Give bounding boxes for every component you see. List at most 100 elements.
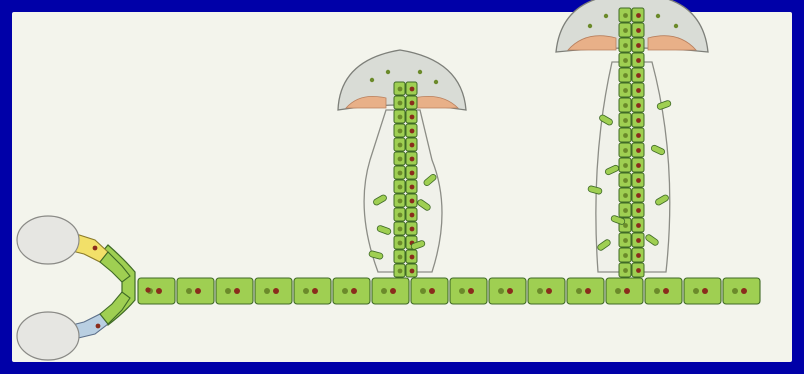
chloroplast: [623, 58, 628, 63]
chloroplast: [342, 288, 348, 294]
stalk-cell: [632, 233, 644, 247]
chloroplast: [420, 288, 426, 294]
stalk-cell: [394, 138, 405, 151]
stalk-cell: [632, 113, 644, 127]
stalk-cell: [394, 194, 405, 207]
stalk-cell: [632, 83, 644, 97]
stalk-cell: [632, 8, 644, 22]
stalk-cell: [406, 264, 417, 277]
stalk-cell: [632, 68, 644, 82]
nucleus: [636, 238, 641, 243]
filament-cell: [723, 278, 760, 304]
nucleus: [636, 178, 641, 183]
stalk-cell: [619, 158, 631, 172]
nucleus: [636, 103, 641, 108]
chloroplast: [623, 238, 628, 243]
nucleus: [410, 227, 415, 232]
stalk-cell: [632, 53, 644, 67]
filament-cell: [411, 278, 448, 304]
filament-cell: [216, 278, 253, 304]
nucleus: [636, 268, 641, 273]
stalk-cell: [394, 82, 405, 95]
nucleus: [636, 148, 641, 153]
nucleus: [636, 73, 641, 78]
cap-spore: [434, 80, 438, 84]
nucleus: [410, 143, 415, 148]
stalk-cell: [619, 203, 631, 217]
upper-branch-nucleus: [93, 246, 98, 251]
stalk-cell: [632, 203, 644, 217]
stalk-cell: [394, 236, 405, 249]
stalk-cell: [619, 248, 631, 262]
filament-cell: [138, 278, 175, 304]
chloroplast: [303, 288, 309, 294]
chloroplast: [498, 288, 504, 294]
stalk-cell: [394, 264, 405, 277]
chloroplast: [623, 268, 628, 273]
chloroplast: [623, 13, 628, 18]
nucleus: [410, 115, 415, 120]
nucleus: [741, 288, 747, 294]
stalk-cell: [394, 208, 405, 221]
nucleus: [636, 43, 641, 48]
stalk-cell: [406, 180, 417, 193]
nucleus: [410, 185, 415, 190]
nucleus: [636, 13, 641, 18]
cap-spore: [370, 78, 374, 82]
stalk-cell: [394, 152, 405, 165]
nucleus: [546, 288, 552, 294]
stalk-cell: [406, 124, 417, 137]
stalk-cell: [406, 138, 417, 151]
filament-cell: [606, 278, 643, 304]
stalk-cell: [632, 248, 644, 262]
chloroplast: [654, 288, 660, 294]
stalk-cell: [619, 38, 631, 52]
stalk-cell: [406, 152, 417, 165]
stalk-cell: [632, 98, 644, 112]
chloroplast: [398, 185, 403, 190]
cap-spore: [674, 24, 678, 28]
chloroplast: [623, 208, 628, 213]
stalk-cell: [406, 96, 417, 109]
stalk-cell: [406, 222, 417, 235]
nucleus: [663, 288, 669, 294]
nucleus: [636, 28, 641, 33]
filament-cell: [645, 278, 682, 304]
chloroplast: [264, 288, 270, 294]
nucleus: [636, 133, 641, 138]
stalk-cell: [406, 194, 417, 207]
chloroplast: [381, 288, 387, 294]
nucleus: [507, 288, 513, 294]
stalk-cell: [619, 98, 631, 112]
stalk-cell: [406, 82, 417, 95]
chloroplast: [398, 213, 403, 218]
nucleus: [468, 288, 474, 294]
stalk-cell: [406, 166, 417, 179]
nucleus: [351, 288, 357, 294]
chloroplast: [732, 288, 738, 294]
cap-spore: [588, 24, 592, 28]
stalk-cell: [632, 218, 644, 232]
nucleus: [429, 288, 435, 294]
chloroplast: [398, 255, 403, 260]
nucleus: [636, 253, 641, 258]
stalk-cell: [619, 68, 631, 82]
nucleus: [410, 129, 415, 134]
stalk-cell: [619, 53, 631, 67]
nucleus: [702, 288, 708, 294]
nucleus: [636, 193, 641, 198]
nucleus: [410, 213, 415, 218]
stalk-cell: [619, 113, 631, 127]
stalk-cell: [406, 110, 417, 123]
stalk-cell: [394, 166, 405, 179]
nucleus: [156, 288, 162, 294]
chloroplast: [225, 288, 231, 294]
chloroplast: [623, 133, 628, 138]
nucleus: [636, 88, 641, 93]
nucleus: [195, 288, 201, 294]
chloroplast: [459, 288, 465, 294]
chloroplast: [693, 288, 699, 294]
filament-cell: [255, 278, 292, 304]
filament-cell: [177, 278, 214, 304]
